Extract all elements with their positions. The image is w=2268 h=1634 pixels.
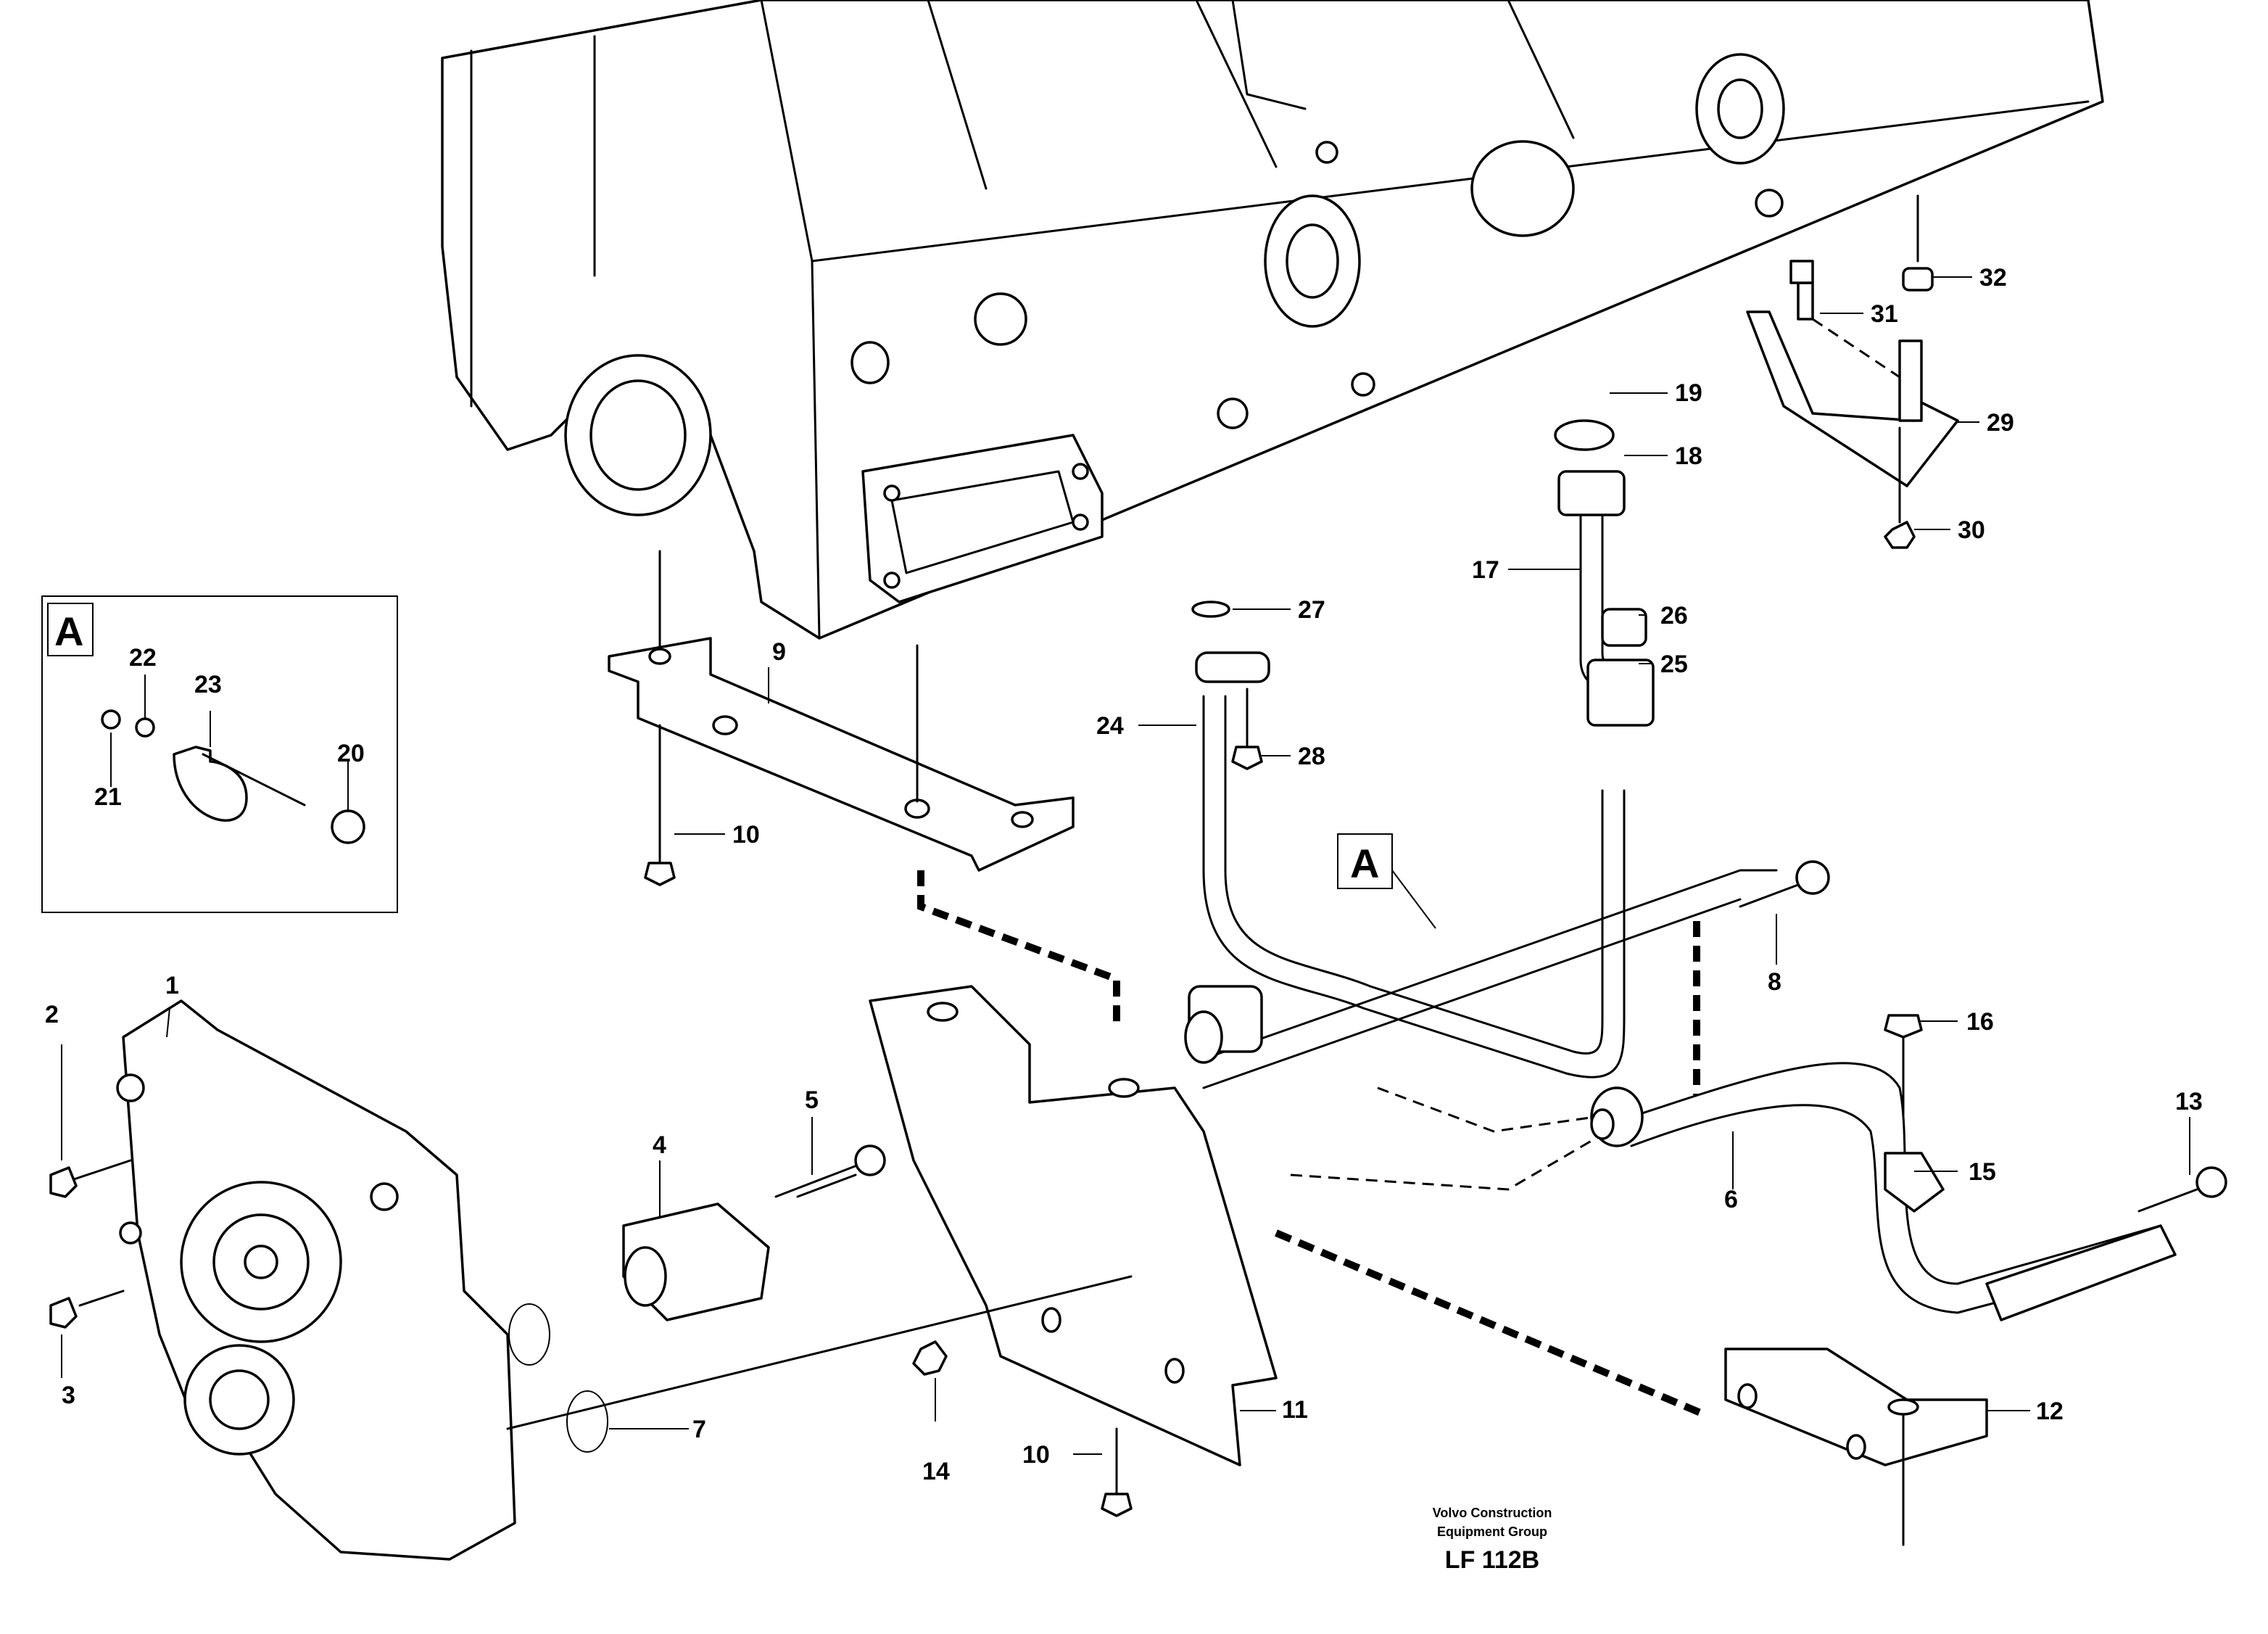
label-5: 5 bbox=[805, 1086, 819, 1114]
label-26: 26 bbox=[1660, 602, 1688, 630]
label-29: 29 bbox=[1987, 409, 2014, 437]
bolts bbox=[49, 260, 2227, 1517]
label-2: 2 bbox=[45, 1001, 59, 1028]
label-32: 32 bbox=[1979, 264, 2007, 292]
suction-parts bbox=[506, 1144, 1133, 1453]
label-10a: 10 bbox=[732, 821, 760, 849]
callout-a: A bbox=[1337, 833, 1393, 889]
label-16: 16 bbox=[1966, 1008, 1994, 1036]
label-23: 23 bbox=[194, 671, 222, 698]
label-28: 28 bbox=[1298, 743, 1325, 770]
bracket-12 bbox=[1724, 1348, 1988, 1546]
label-20: 20 bbox=[337, 740, 365, 767]
label-13: 13 bbox=[2175, 1088, 2203, 1115]
callout-letter: A bbox=[1350, 841, 1379, 886]
label-11: 11 bbox=[1282, 1396, 1308, 1424]
footer-line-2: Equipment Group bbox=[1437, 1524, 1547, 1539]
label-6: 6 bbox=[1724, 1186, 1738, 1213]
oil-pipes bbox=[1184, 419, 2177, 1321]
label-25: 25 bbox=[1660, 651, 1688, 678]
label-12: 12 bbox=[2036, 1398, 2064, 1425]
assembly-dash-lines bbox=[917, 870, 1705, 1418]
label-3: 3 bbox=[62, 1382, 75, 1409]
label-17: 17 bbox=[1472, 556, 1499, 584]
inset-letter: A bbox=[54, 608, 83, 654]
footer: Volvo Construction Equipment Group LF 11… bbox=[1433, 1506, 1552, 1574]
label-7: 7 bbox=[692, 1416, 706, 1443]
bracket-11 bbox=[869, 985, 1278, 1466]
bracket-29 bbox=[1746, 194, 1959, 549]
label-18: 18 bbox=[1675, 442, 1702, 470]
label-15: 15 bbox=[1969, 1158, 1996, 1186]
engine-block bbox=[441, 0, 2104, 640]
label-24: 24 bbox=[1096, 712, 1124, 740]
label-10b: 10 bbox=[1022, 1441, 1050, 1469]
label-19: 19 bbox=[1675, 379, 1702, 407]
bracket-9 bbox=[608, 550, 1075, 872]
label-27: 27 bbox=[1298, 596, 1325, 624]
label-4: 4 bbox=[653, 1131, 666, 1159]
label-8: 8 bbox=[1768, 968, 1781, 996]
footer-code: LF 112B bbox=[1445, 1546, 1539, 1574]
leader-lines bbox=[61, 276, 2190, 1455]
oil-pump bbox=[116, 999, 516, 1561]
detail-inset-a: A bbox=[41, 595, 398, 913]
label-21: 21 bbox=[94, 783, 122, 811]
label-14: 14 bbox=[922, 1458, 950, 1485]
footer-line-1: Volvo Construction bbox=[1433, 1506, 1552, 1520]
label-30: 30 bbox=[1958, 516, 1985, 544]
part-labels: 1 2 3 4 5 6 7 8 9 10 10 11 12 13 14 15 1… bbox=[45, 264, 2203, 1485]
label-22: 22 bbox=[129, 644, 157, 672]
label-1: 1 bbox=[165, 972, 179, 999]
label-31: 31 bbox=[1871, 300, 1898, 328]
label-9: 9 bbox=[772, 638, 786, 666]
